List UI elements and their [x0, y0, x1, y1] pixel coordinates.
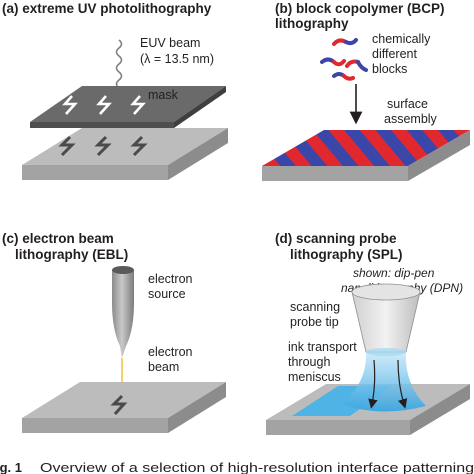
mask-openings	[62, 95, 146, 115]
blocks-label-line3: blocks	[372, 62, 407, 76]
mask-label: mask	[148, 88, 179, 102]
ebl-written-pattern	[110, 394, 128, 416]
euv-wavelength-label: (λ = 13.5 nm)	[140, 52, 214, 66]
panel-d-title-line2: lithography (SPL)	[290, 247, 403, 262]
electron-source	[112, 266, 134, 358]
tip-label-line1: scanning	[290, 300, 340, 314]
blocks-label-line1: chemically	[372, 32, 431, 46]
ink-meniscus	[342, 350, 426, 412]
electron-beam-label-line2: beam	[148, 360, 179, 374]
panel-c-title-line1: (c) electron beam	[2, 231, 114, 246]
copolymer-chains	[320, 38, 368, 81]
euv-beam-label: EUV beam	[140, 36, 200, 50]
panel-a: (a) extreme UV photolithography EUV beam…	[2, 1, 228, 180]
panel-b: (b) block copolymer (BCP) lithography ch…	[262, 1, 470, 181]
blocks-label-line2: different	[372, 47, 417, 61]
electron-source-label-line1: electron	[148, 272, 193, 286]
electron-beam-label-line1: electron	[148, 345, 193, 359]
surface-label-line1: surface	[387, 97, 428, 111]
substrate-a	[22, 128, 228, 180]
ink-label-line1: ink transport	[288, 340, 357, 354]
dpn-shown-label-line1: shown: dip-pen	[353, 266, 435, 280]
mask-plate	[30, 86, 226, 128]
panel-d: (d) scanning probe lithography (SPL) sho…	[266, 231, 470, 435]
tip-label-line2: probe tip	[290, 315, 339, 329]
figure-caption: ig. 1 Overview of a selection of high-re…	[0, 460, 474, 474]
substrate-pattern	[58, 135, 148, 157]
panel-c: (c) electron beam lithography (EBL) elec…	[2, 231, 226, 433]
surface-label-line2: assembly	[384, 112, 438, 126]
caption-text: Overview of a selection of high-resoluti…	[40, 460, 474, 474]
probe-tip	[351, 283, 421, 356]
substrate-b	[262, 130, 470, 181]
panel-a-title: (a) extreme UV photolithography	[2, 1, 212, 16]
ink-label-line3: meniscus	[288, 370, 341, 384]
panel-c-title-line2: lithography (EBL)	[15, 247, 128, 262]
caption-prefix: ig. 1	[0, 460, 22, 474]
panel-b-title-line1: (b) block copolymer (BCP)	[275, 1, 445, 16]
substrate-c	[22, 382, 226, 433]
ink-label-line2: through	[288, 355, 330, 369]
panel-b-title-line2: lithography	[275, 16, 349, 31]
electron-source-label-line2: source	[148, 287, 186, 301]
panel-d-title-line1: (d) scanning probe	[275, 231, 397, 246]
ink-transport-arrows	[368, 359, 408, 409]
